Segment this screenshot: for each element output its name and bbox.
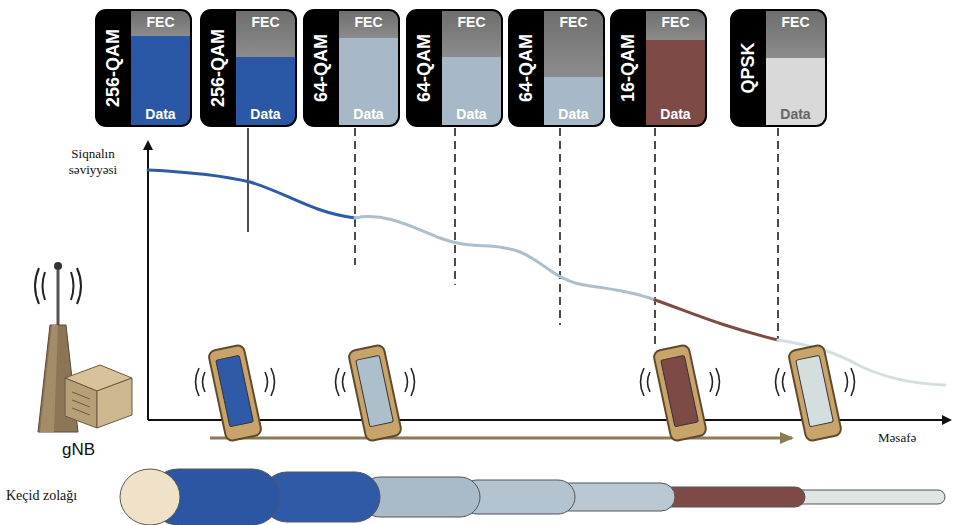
modulation-card: FEC Data 64-QAM xyxy=(406,9,503,127)
fec-label: FEC xyxy=(339,14,398,30)
data-label: Data xyxy=(544,106,603,122)
modulation-label: 256-QAM xyxy=(208,29,229,107)
data-label: Data xyxy=(339,106,398,122)
modulation-card: FEC Data 256-QAM xyxy=(95,9,192,127)
fec-label: FEC xyxy=(236,14,295,30)
modulation-strip: 64-QAM xyxy=(303,9,339,127)
data-block: Data xyxy=(646,40,705,125)
modulation-strip: 64-QAM xyxy=(406,9,442,127)
data-block: Data xyxy=(766,58,825,125)
modulation-label: 16-QAM xyxy=(618,34,639,102)
modulation-card: FEC Data QPSK xyxy=(730,9,827,127)
modulation-strip: 256-QAM xyxy=(200,9,236,127)
fec-label: FEC xyxy=(131,14,190,30)
modulation-label: QPSK xyxy=(738,42,759,93)
modulation-card: FEC Data 64-QAM xyxy=(303,9,400,127)
band-label: Keçid zolağı xyxy=(6,488,77,504)
modulation-label: 64-QAM xyxy=(414,34,435,102)
modulation-strip: 16-QAM xyxy=(610,9,646,127)
data-label: Data xyxy=(646,106,705,122)
axis-label: Məsafə xyxy=(878,430,916,446)
data-block: Data xyxy=(131,36,190,125)
data-label: Data xyxy=(442,106,501,122)
modulation-card: FEC Data 16-QAM xyxy=(610,9,707,127)
axis-label: Siqnalın səviyyəsi xyxy=(56,146,130,178)
modulation-label: 64-QAM xyxy=(516,34,537,102)
modulation-strip: 256-QAM xyxy=(95,9,131,127)
modulation-strip: 64-QAM xyxy=(508,9,544,127)
fec-label: FEC xyxy=(766,14,825,30)
data-label: Data xyxy=(236,106,295,122)
fec-block: FEC xyxy=(646,11,705,40)
phones xyxy=(196,344,855,441)
link-band xyxy=(120,469,945,525)
data-block: Data xyxy=(339,38,398,125)
modulation-strip: QPSK xyxy=(730,9,766,127)
data-label: Data xyxy=(131,106,190,122)
fec-block: FEC xyxy=(339,11,398,38)
modulation-card: FEC Data 256-QAM xyxy=(200,9,297,127)
fec-label: FEC xyxy=(646,14,705,30)
data-block: Data xyxy=(544,77,603,125)
data-block: Data xyxy=(442,57,501,125)
station-label: gNB xyxy=(62,440,95,460)
fec-block: FEC xyxy=(442,11,501,57)
gnb-tower xyxy=(35,262,132,432)
y-axis xyxy=(147,142,149,420)
fec-label: FEC xyxy=(442,14,501,30)
fec-block: FEC xyxy=(544,11,603,77)
modulation-card: FEC Data 64-QAM xyxy=(508,9,605,127)
fec-block: FEC xyxy=(131,11,190,36)
modulation-label: 256-QAM xyxy=(103,29,124,107)
data-label: Data xyxy=(766,106,825,122)
indicator-lines xyxy=(248,128,778,345)
fec-block: FEC xyxy=(236,11,295,57)
distance-arrow xyxy=(210,437,792,440)
data-block: Data xyxy=(236,57,295,125)
modulation-label: 64-QAM xyxy=(311,34,332,102)
fec-block: FEC xyxy=(766,11,825,58)
fec-label: FEC xyxy=(544,14,603,30)
